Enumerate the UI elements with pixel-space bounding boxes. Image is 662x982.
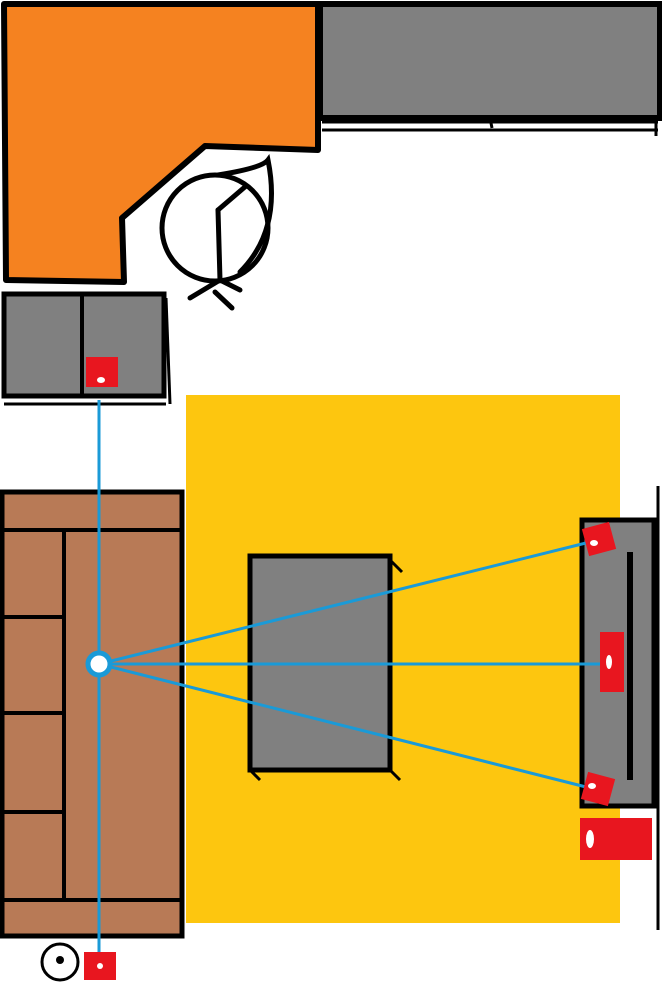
coffee-table xyxy=(247,553,404,782)
office-chair-icon xyxy=(159,154,274,311)
speaker-icon xyxy=(86,357,118,387)
floor-lamp-icon xyxy=(40,942,80,982)
speaker-icon xyxy=(581,521,617,557)
listening-position-icon xyxy=(85,650,113,678)
speaker-icon xyxy=(84,952,116,980)
speaker-icon xyxy=(580,818,652,860)
speaker-icon xyxy=(600,632,624,692)
counter xyxy=(317,1,662,136)
sofa xyxy=(0,489,185,939)
speaker-icon xyxy=(580,771,616,807)
cabinet xyxy=(1,291,172,406)
